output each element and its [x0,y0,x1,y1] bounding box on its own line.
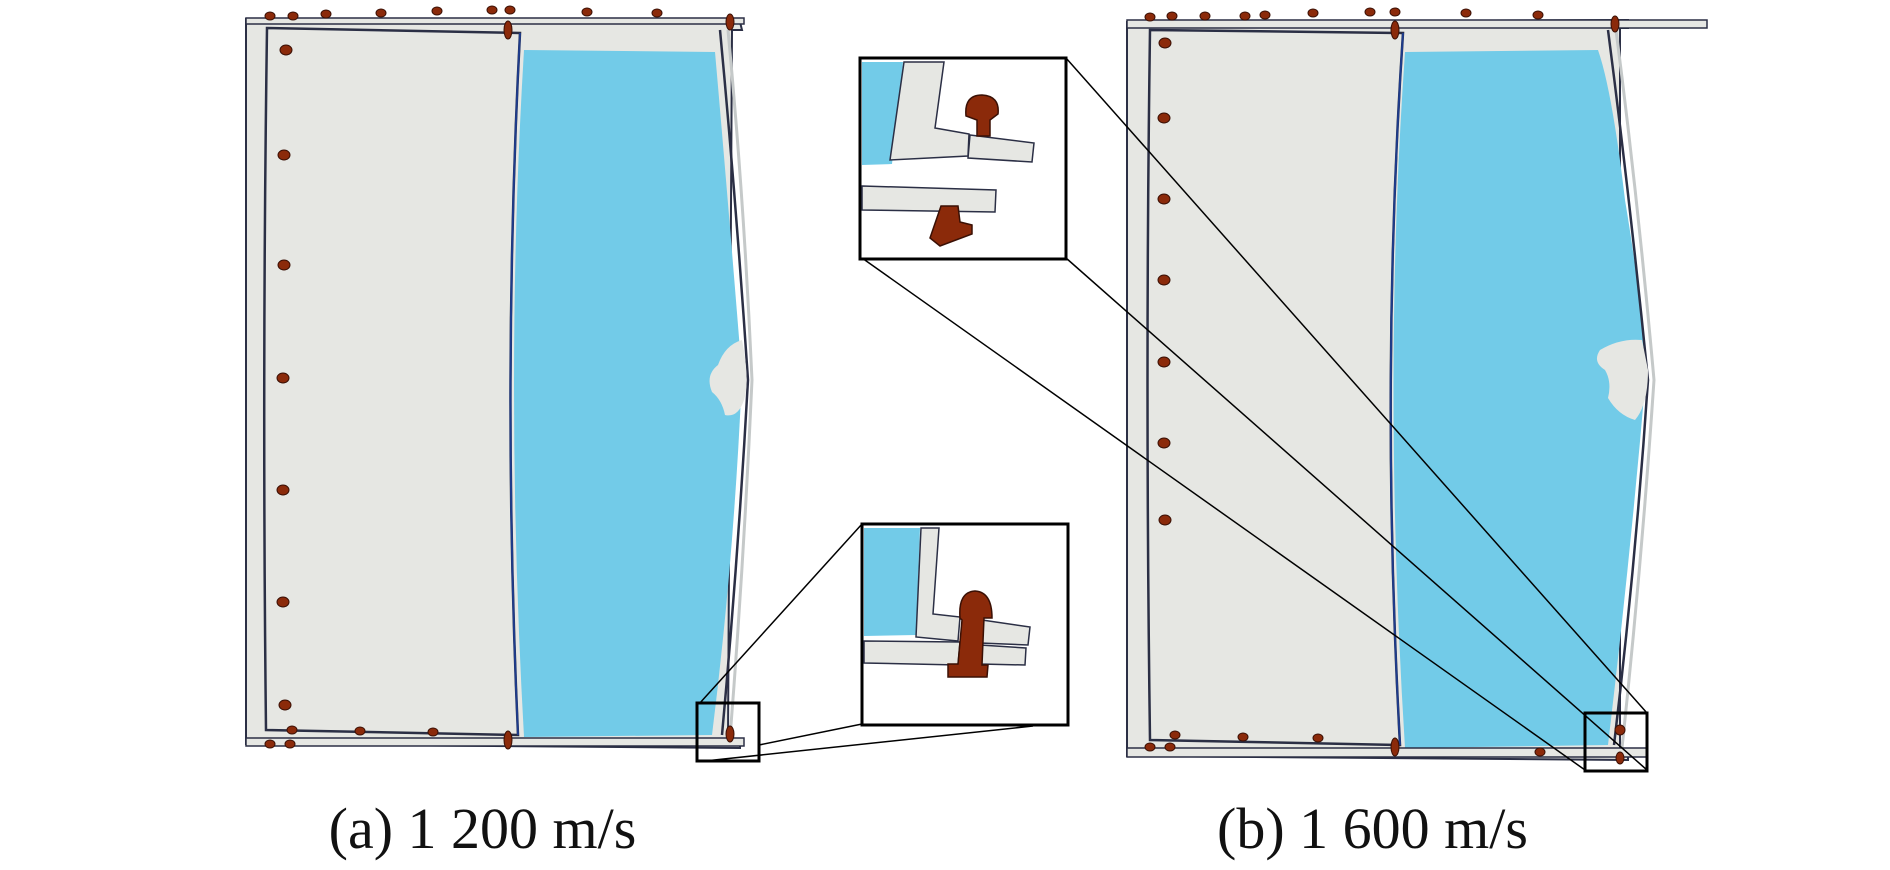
panel-a-callout-line [704,725,1034,762]
rivet-icon [1389,7,1401,17]
rivet-icon [581,7,593,17]
rivet-icon [1259,10,1271,20]
rivet-icon [276,372,290,384]
rivet-icon [1237,732,1249,742]
rivet-icon [1390,737,1400,757]
rivet-icon [1144,12,1156,22]
rivet-icon [431,6,443,16]
rivet-icon [354,726,366,736]
panel-a-left-plate [262,26,522,737]
panel-a-bottom-rail [245,737,745,747]
panel-a-impact-spot [709,340,747,416]
rivet-icon [1144,742,1156,752]
rivet-icon [276,484,290,496]
inset-b-right-plate [967,134,1035,163]
inset-b-rivet-head [965,94,999,137]
rivet-icon [264,11,276,21]
panel-b-callout-line [861,257,1586,771]
rivet-icon [427,727,439,737]
rivet-icon [1610,15,1620,33]
panel-b-callout-box [1583,711,1649,773]
rivet-icon [1158,514,1172,526]
panel-a-callout-line [758,723,863,746]
rivet-icon [1158,37,1172,49]
rivet-icon [1157,193,1171,205]
rivet-icon [284,739,296,749]
rivet-icon [1307,8,1319,18]
rivet-icon [486,5,498,15]
rivet-icon [1157,356,1171,368]
rivet-icon [278,699,292,711]
rivet-icon [286,725,298,735]
rivet-icon [1157,437,1171,449]
rivet-icon [1239,11,1251,21]
panel-b-impact-spot [1596,339,1648,420]
rivet-icon [1534,747,1546,757]
panel-b-callout-line [1065,257,1648,771]
panel-a-rivets [264,5,735,750]
inset-a-damage-region [864,528,920,636]
panel-a-divider [509,32,521,736]
panel-b-damage-region [1393,50,1645,748]
panel-a-callout-line [698,523,863,705]
rivet-icon [1157,274,1171,286]
rivet-icon [725,13,735,31]
rivet-icon [279,44,293,56]
panel-b-left-plate [1146,28,1405,747]
rivet-icon [725,725,735,743]
rivet-icon [1390,20,1400,40]
panel-a [245,5,1034,763]
rivet-icon [503,20,513,40]
inset-b-rivet-tail [929,205,973,247]
rivet-icon [1364,7,1376,17]
rivet-icon [287,11,299,21]
panel-a-top-rail [245,17,745,25]
rivet-icon [651,8,663,18]
rivet-icon [503,730,513,750]
caption-panel-b: (b) 1 600 m/s [1217,796,1528,861]
rivet-icon [1614,724,1626,736]
panel-b-callout-line [1065,57,1648,714]
inset-b [858,56,1068,261]
rivet-icon [1312,733,1324,743]
panel-a-right-edge-light [726,29,754,739]
inset-a-lower-plate [863,640,961,666]
inset-b-vertical-plate [889,61,970,161]
inset-a-right-plate-lower [979,644,1027,666]
rivet-icon [504,5,516,15]
panel-a-right-edge [718,29,750,736]
rivet-icon [1166,11,1178,21]
rivet-icon [1460,8,1472,18]
panel-a-callout-box [695,701,761,763]
panel-b-divider [1389,32,1404,746]
panel-a-damage-region [514,50,742,737]
panel-b [861,7,1708,773]
rivet-icon [277,259,291,271]
rivet-icon [375,8,387,18]
rivet-icon [1532,10,1544,20]
rivet-icon [277,149,291,161]
rivet-icon [276,596,290,608]
panel-b-right-edge [1606,29,1650,746]
rivet-icon [320,9,332,19]
rivet-icon [1169,730,1181,740]
rivet-icon [1199,11,1211,21]
rivet-icon [1164,742,1176,752]
caption-panel-a: (a) 1 200 m/s [328,796,637,861]
rivet-icon [264,739,276,749]
inset-b-lower-plate [861,185,997,213]
panel-b-bottom-rail [1126,747,1648,758]
panel-b-top-rail [1126,19,1708,29]
panel-b-rivets [1144,7,1626,765]
rivet-icon [1157,112,1171,124]
panel-b-right-edge-light [1614,29,1656,749]
rivet-icon [1615,751,1625,765]
inset-a [860,522,1070,727]
inset-a-rivet [947,590,993,678]
